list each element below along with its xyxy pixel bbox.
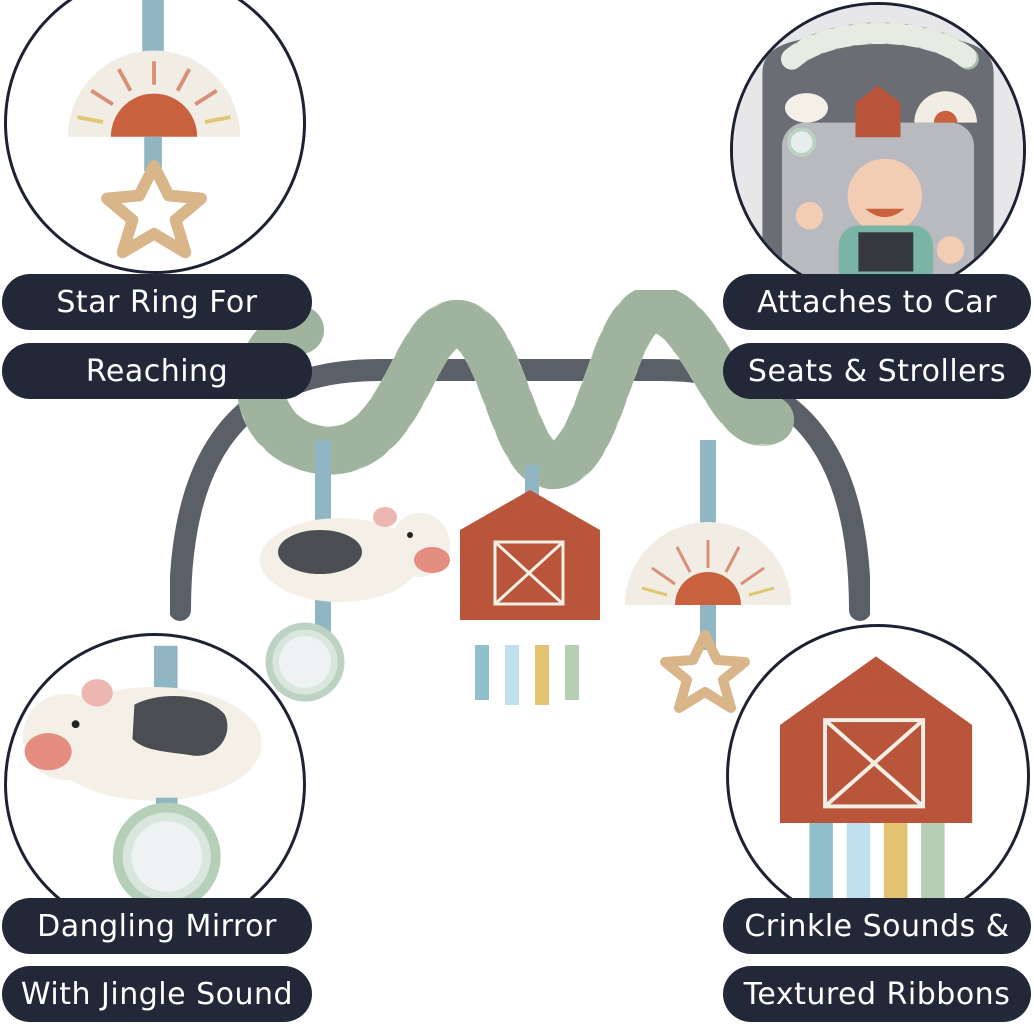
detail-circle-car-seat [730, 2, 1026, 298]
cow-mirror-closeup [22, 645, 262, 911]
mirror-icon [112, 802, 221, 911]
sun-toy-closeup [67, 0, 241, 259]
label-crinkle-line1: Crinkle Sounds & [723, 898, 1031, 954]
detail-circle-crinkle [726, 624, 1030, 928]
star-ring-icon [660, 630, 750, 713]
barn-toy-icon [779, 656, 973, 824]
label-crinkle-line2: Textured Ribbons [723, 966, 1031, 1022]
label-attaches-line1: Attaches to Car [723, 274, 1031, 330]
detail-circle-star-ring [4, 0, 306, 274]
label-star-ring-line1: Star Ring For [2, 274, 312, 330]
star-ring-icon [101, 160, 207, 259]
mirror-icon [265, 622, 345, 702]
barn-toy-icon [460, 490, 600, 705]
baby-car-seat-photo [733, 5, 1023, 295]
label-mirror-line2: With Jingle Sound [2, 966, 312, 1022]
sun-toy-icon [625, 522, 791, 605]
activity-spiral-product [170, 290, 870, 713]
label-attaches-line2: Seats & Strollers [723, 343, 1031, 399]
barn-closeup [779, 656, 973, 925]
label-star-ring-line2: Reaching [2, 343, 312, 399]
detail-circle-mirror [4, 633, 306, 935]
spiral-coil [236, 290, 794, 489]
label-mirror-line1: Dangling Mirror [2, 898, 312, 954]
cow-toy-icon [260, 507, 450, 602]
cow-toy-icon [22, 679, 262, 801]
